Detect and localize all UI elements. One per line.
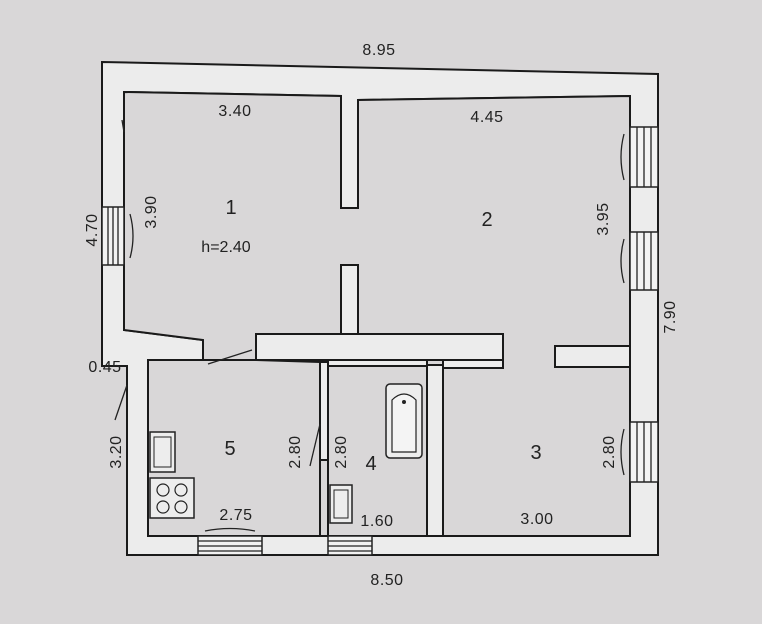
room-2-label: 2 xyxy=(481,209,492,231)
window-bottom-bath xyxy=(327,535,373,556)
partition-wall-3-top xyxy=(442,359,504,369)
dim-room3-height: 2.80 xyxy=(601,435,618,468)
dim-room3-width: 3.00 xyxy=(520,511,553,528)
window-right-mid xyxy=(620,231,659,291)
vent-mark xyxy=(121,119,125,133)
window-right-top xyxy=(620,126,659,188)
door-entrance xyxy=(114,384,128,421)
dim-room2-height: 3.95 xyxy=(595,202,612,235)
room-5-label: 5 xyxy=(224,438,235,460)
dim-room1-width: 3.40 xyxy=(218,103,251,120)
sink-kitchen xyxy=(149,431,176,473)
dim-room4-width: 1.60 xyxy=(360,513,393,530)
window-right-bottom xyxy=(620,421,659,483)
room-4-label: 4 xyxy=(365,453,376,475)
room-interiors xyxy=(123,90,631,537)
dim-overall-top: 8.95 xyxy=(362,42,395,59)
dim-room4-height: 2.80 xyxy=(333,435,350,468)
partition-wall-4-top xyxy=(327,359,428,367)
dim-room1-height: 3.90 xyxy=(143,195,160,228)
door-bathroom xyxy=(309,423,321,467)
door-kitchen xyxy=(207,349,253,365)
partition-wall-1-2 xyxy=(340,264,359,344)
partition-wall-room3 xyxy=(554,345,631,368)
dim-room5-width: 2.75 xyxy=(219,507,252,524)
dim-right-height: 7.90 xyxy=(662,300,679,333)
window-left xyxy=(101,206,134,266)
stove xyxy=(149,477,195,519)
window-bottom-kitchen xyxy=(197,527,263,556)
sink-bathroom xyxy=(329,484,353,524)
room-1-height-note: h=2.40 xyxy=(201,239,250,256)
room-3-label: 3 xyxy=(530,442,541,464)
dim-overall-bottom: 8.50 xyxy=(370,572,403,589)
dim-room5-height: 3.20 xyxy=(108,435,125,468)
partition-wall-4-3 xyxy=(426,364,444,537)
partition-wall-kitchen xyxy=(255,333,504,361)
dim-room5-inner-height: 2.80 xyxy=(287,435,304,468)
partition-wall-5-4 xyxy=(319,361,329,461)
dim-room2-width: 4.45 xyxy=(470,109,503,126)
dim-left-height: 4.70 xyxy=(84,213,101,246)
dim-left-small: 0.45 xyxy=(88,359,121,376)
bathtub xyxy=(385,383,423,459)
room-1-label: 1 xyxy=(225,197,236,219)
